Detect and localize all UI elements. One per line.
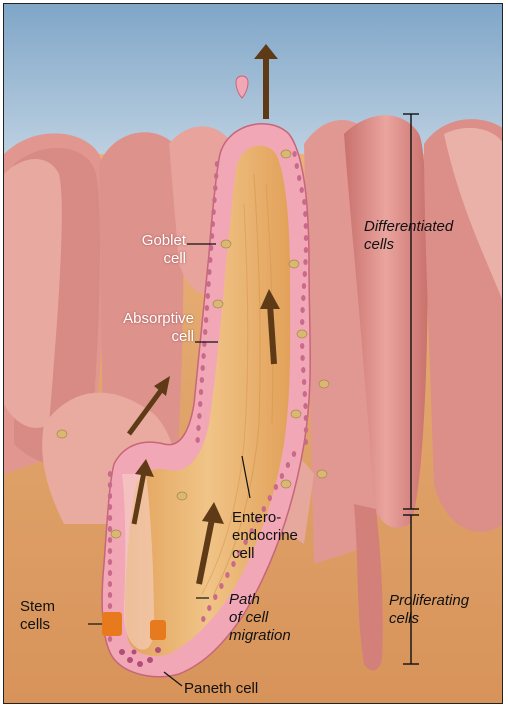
nucleus: [208, 257, 212, 263]
goblet-cell-label: Goblet cell: [114, 232, 186, 268]
nucleus: [197, 413, 201, 419]
nucleus: [268, 495, 272, 501]
nucleus: [225, 572, 229, 578]
migration-path-label: Path of cell migration: [229, 591, 339, 645]
nucleus: [108, 603, 112, 609]
nucleus: [207, 605, 211, 611]
nucleus: [108, 526, 112, 532]
nucleus: [303, 259, 307, 265]
nucleus: [215, 161, 219, 167]
absorptive-cell-label: Absorptive cell: [92, 310, 194, 346]
nucleus: [211, 209, 215, 215]
nucleus: [274, 484, 278, 490]
nucleus: [200, 377, 204, 383]
nucleus: [303, 403, 307, 409]
nucleus: [108, 570, 112, 576]
nucleus: [203, 329, 207, 335]
nucleus: [108, 559, 112, 565]
nucleus: [303, 271, 307, 277]
nucleus: [108, 515, 112, 521]
nucleus: [303, 211, 307, 217]
nucleus: [300, 187, 304, 193]
nucleus: [300, 319, 304, 325]
nucleus: [292, 451, 296, 457]
nucleus: [210, 233, 214, 239]
nucleus: [297, 175, 301, 181]
nucleus: [207, 269, 211, 275]
nucleus: [201, 365, 205, 371]
nucleus: [304, 427, 308, 433]
nucleus: [301, 295, 305, 301]
nucleus: [302, 283, 306, 289]
paneth-cell-label: Paneth cell: [184, 680, 304, 698]
illustration-frame: Goblet cell Absorptive cell Entero- endo…: [3, 3, 503, 704]
nucleus: [204, 317, 208, 323]
nucleus: [304, 439, 308, 445]
nucleus: [213, 594, 217, 600]
nucleus: [303, 391, 307, 397]
nucleus: [304, 247, 308, 253]
nucleus: [295, 163, 299, 169]
nucleus: [201, 353, 205, 359]
nucleus: [304, 223, 308, 229]
nucleus: [108, 471, 112, 477]
nucleus: [300, 343, 304, 349]
differentiated-cells-label: Differentiated cells: [364, 218, 494, 254]
nucleus: [108, 581, 112, 587]
nucleus: [300, 355, 304, 361]
nucleus: [196, 437, 200, 443]
migration-arrow: [270, 304, 274, 364]
enteroendocrine-cell-label: Entero- endocrine cell: [232, 509, 332, 563]
nucleus: [304, 235, 308, 241]
proliferating-cells-label: Proliferating cells: [389, 592, 499, 628]
nucleus: [108, 592, 112, 598]
nucleus: [198, 401, 202, 407]
nucleus: [108, 636, 112, 642]
nucleus: [196, 425, 200, 431]
nucleus: [213, 185, 217, 191]
nucleus: [199, 389, 203, 395]
nucleus: [206, 281, 210, 287]
nucleus: [300, 307, 304, 313]
nucleus: [108, 482, 112, 488]
nucleus: [280, 473, 284, 479]
nucleus: [206, 293, 210, 299]
nucleus: [286, 462, 290, 468]
nucleus: [212, 197, 216, 203]
nucleus: [108, 537, 112, 543]
nucleus: [108, 493, 112, 499]
nucleus: [302, 379, 306, 385]
nucleus: [304, 415, 308, 421]
nucleus: [205, 305, 209, 311]
nucleus: [108, 548, 112, 554]
stem-cells-label: Stem cells: [20, 598, 90, 634]
nucleus: [219, 583, 223, 589]
nucleus: [108, 504, 112, 510]
nucleus: [301, 367, 305, 373]
nucleus: [201, 616, 205, 622]
nucleus: [211, 221, 215, 227]
nucleus: [209, 245, 213, 251]
nucleus: [214, 173, 218, 179]
nucleus: [292, 151, 296, 157]
nucleus: [302, 199, 306, 205]
